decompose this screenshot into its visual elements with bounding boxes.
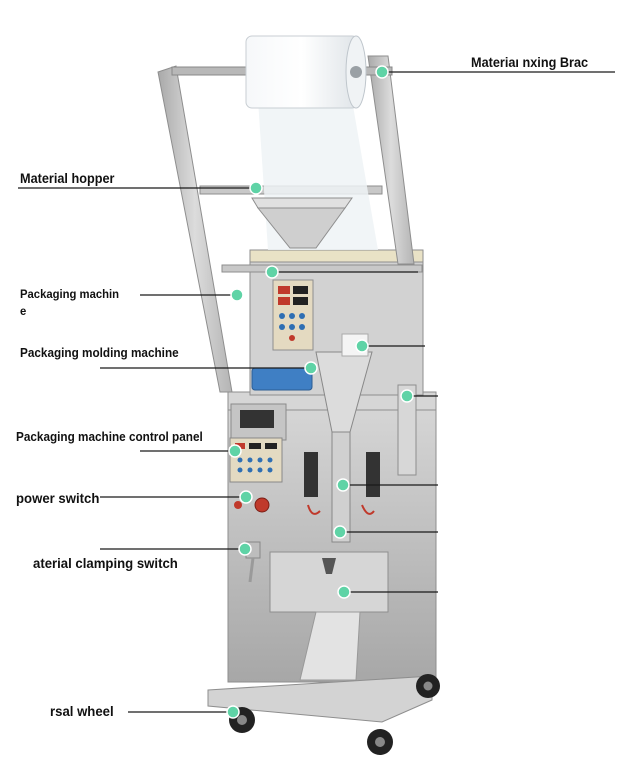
marker-clamp <box>238 542 252 556</box>
wheels <box>229 674 440 755</box>
marker-cutter <box>333 525 347 539</box>
label-power-switch: power switch <box>16 490 100 506</box>
right-side-panel <box>397 384 417 476</box>
label-packaging-machine-control-panel: Packaging machine control panel <box>16 430 203 444</box>
label-universal-wheel: rsal wheel <box>50 703 114 719</box>
marker-hopper <box>249 181 263 195</box>
label-packaging-molding-machine: Packaging molding machine <box>20 346 179 360</box>
marker-discharge <box>337 585 351 599</box>
power-switches <box>234 497 270 513</box>
marker-power <box>239 490 253 504</box>
label-material-fixing-bracket: Materiaı nxing Brac <box>471 55 589 70</box>
marker-fixing-bracket <box>375 65 389 79</box>
marker-seal-jaw <box>336 478 350 492</box>
base-platform <box>207 675 433 723</box>
marker-film-guide <box>355 339 369 353</box>
discharge-chute <box>269 551 389 681</box>
marker-top-bar <box>265 265 279 279</box>
label-material-hopper: Material hopper <box>20 171 115 186</box>
front-control-panel <box>229 437 283 483</box>
markers <box>226 65 414 719</box>
seal-jaws <box>304 452 380 515</box>
film-roll <box>171 35 393 109</box>
marker-wheel <box>226 705 240 719</box>
label-material-clamping-switch: aterial clamping switch <box>33 555 178 571</box>
marker-control-panel <box>228 444 242 458</box>
blue-sticker <box>251 367 313 391</box>
leader-lines <box>18 71 615 713</box>
marker-packaging-machine <box>230 288 244 302</box>
material-hopper <box>251 197 353 249</box>
label-packaging-machine-line2: e <box>20 304 27 318</box>
label-packaging-machine-line1: Packaging machin <box>20 287 120 301</box>
marker-right-panel <box>400 389 414 403</box>
top-control-panel <box>272 279 314 351</box>
label-packaging-machine: Packaging machin e <box>20 286 138 320</box>
marker-molding <box>304 361 318 375</box>
